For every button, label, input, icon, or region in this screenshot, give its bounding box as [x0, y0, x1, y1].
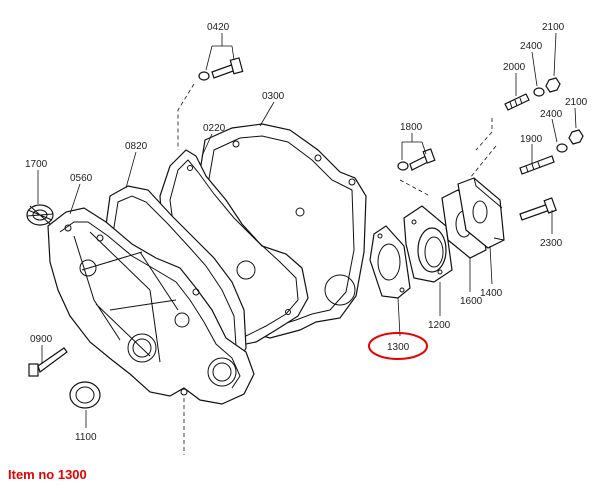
- label-2400-upper: 2400: [520, 41, 543, 52]
- label-2100-lower: 2100: [565, 97, 588, 108]
- label-1600: 1600: [460, 296, 483, 307]
- label-0900: 0900: [30, 334, 53, 345]
- label-1800: 1800: [400, 122, 423, 133]
- part-2100-nut-lower[interactable]: [568, 129, 584, 145]
- part-0900-bolt[interactable]: [28, 347, 68, 377]
- part-2400-washer-upper[interactable]: [533, 87, 545, 97]
- label-1700: 1700: [25, 159, 48, 170]
- label-0560: 0560: [70, 173, 93, 184]
- part-1100-seal[interactable]: [69, 381, 101, 409]
- label-0820: 0820: [125, 141, 148, 152]
- part-1700-gear[interactable]: [26, 204, 54, 226]
- label-2000: 2000: [503, 62, 526, 73]
- part-1300-gasket[interactable]: [369, 225, 411, 299]
- label-2400-lower: 2400: [540, 109, 563, 120]
- label-1100: 1100: [75, 432, 97, 443]
- label-1300: 1300: [387, 342, 410, 353]
- part-1800-bolt-washer[interactable]: [397, 148, 436, 171]
- part-2100-nut-upper[interactable]: [545, 77, 561, 93]
- label-0300: 0300: [262, 91, 285, 102]
- label-1400: 1400: [480, 288, 503, 299]
- part-2300-bolt[interactable]: [519, 197, 557, 221]
- part-2400-washer-lower[interactable]: [556, 143, 568, 153]
- part-0420-bolt-washer[interactable]: [198, 57, 244, 81]
- label-0220: 0220: [203, 123, 226, 134]
- part-1200-flange[interactable]: [403, 205, 453, 283]
- part-1900-stud[interactable]: [519, 155, 555, 175]
- gear-case-0560[interactable]: [47, 207, 255, 405]
- part-1400-cover[interactable]: [457, 177, 505, 249]
- label-2100-upper: 2100: [542, 22, 565, 33]
- label-0420: 0420: [207, 22, 230, 33]
- part-2000-stud[interactable]: [504, 93, 530, 111]
- highlight-circle: [368, 332, 428, 360]
- label-2300: 2300: [540, 238, 563, 249]
- label-1900: 1900: [520, 134, 543, 145]
- label-1200: 1200: [428, 320, 451, 331]
- item-caption: Item no 1300: [8, 467, 87, 482]
